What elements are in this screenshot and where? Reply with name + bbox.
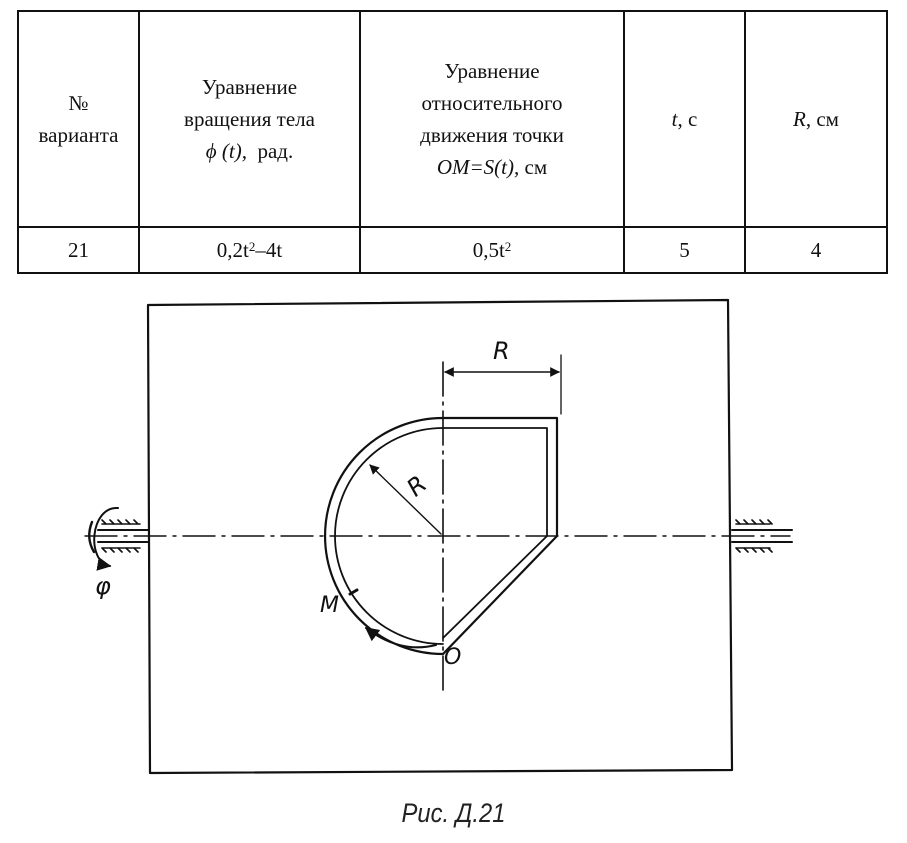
label-phi: φ: [95, 572, 111, 600]
table-right-border: [886, 10, 888, 274]
table-col-divider: [744, 10, 746, 274]
table-col-divider: [359, 10, 361, 274]
label-r-top: R: [493, 337, 510, 365]
left-bearing-bottom-icon: [101, 547, 141, 553]
tube-straight-outer: [441, 416, 559, 656]
rotation-arrow-icon: [93, 506, 119, 571]
table-top-border: [17, 10, 888, 12]
header-radius: R, см: [793, 107, 839, 131]
radius-line: [369, 464, 442, 535]
right-bearing-top-icon: [735, 519, 773, 525]
left-shaft: [97, 529, 149, 543]
plate-outline: [146, 298, 734, 775]
cell-variant: 21: [68, 238, 89, 262]
table-col-divider: [138, 10, 140, 274]
figure-caption: Рис. Д.21: [401, 798, 506, 828]
left-bearing-top-icon: [101, 519, 141, 525]
header-relative-motion: Уравнение относительного движения точки …: [420, 59, 564, 179]
table-col-divider: [623, 10, 625, 274]
left-shaft-end: [88, 520, 96, 554]
table-bottom-border: [17, 272, 888, 274]
mechanism-drawing: R R M O φ: [84, 298, 793, 775]
cell-time: 5: [679, 238, 690, 262]
right-shaft: [731, 529, 793, 543]
label-r-diagonal: R: [401, 470, 432, 502]
motion-arrow: [364, 627, 437, 649]
cell-radius: 4: [810, 238, 822, 262]
tube-straight-inner: [442, 427, 548, 639]
header-rotation: Уравнение вращения тела ϕ (t), рад.: [184, 75, 315, 163]
cell-rotation-eq: 0,2t2–4t: [216, 238, 283, 262]
cell-relative-eq: 0,5t2: [472, 238, 512, 262]
tube-arc-inner: [334, 427, 444, 645]
header-time: t, c: [671, 107, 698, 131]
header-variant: № варианта: [38, 91, 119, 147]
label-m: M: [320, 593, 339, 618]
point-m-marker: [348, 588, 359, 596]
right-bearing-bottom-icon: [735, 547, 773, 553]
variant-table: № варианта Уравнение вращения тела ϕ (t)…: [17, 10, 888, 274]
label-o: O: [444, 645, 461, 670]
table-header-divider: [17, 226, 888, 228]
table-left-border: [17, 10, 19, 274]
